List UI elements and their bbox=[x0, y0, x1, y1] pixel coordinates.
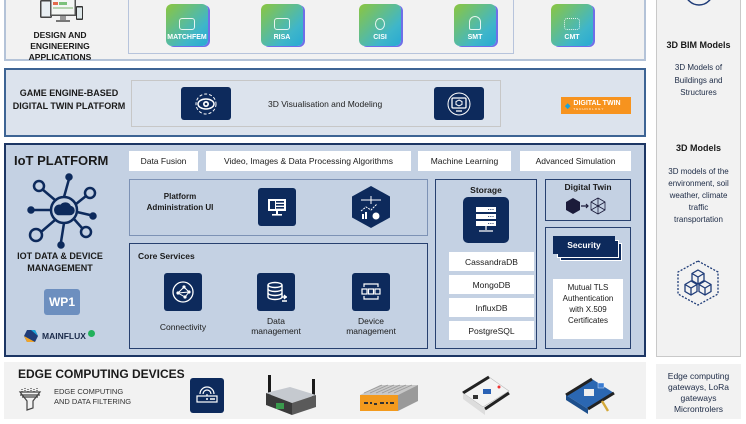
chip-data-fusion: Data Fusion bbox=[129, 151, 198, 171]
game-engine-label: GAME ENGINE-BASED DIGITAL TWIN PLATFORM bbox=[12, 88, 126, 111]
smt-app-icon[interactable]: SMT bbox=[454, 4, 496, 46]
edge-sub-line1: EDGE COMPUTING bbox=[54, 387, 124, 396]
filter-funnel-icon bbox=[17, 386, 43, 417]
db-influxdb: InfluxDB bbox=[449, 298, 534, 317]
server-icon bbox=[463, 197, 509, 243]
mainflux-dot-icon bbox=[87, 329, 95, 337]
models-side-column bbox=[656, 0, 741, 357]
admin-monitor-icon[interactable] bbox=[258, 188, 296, 226]
data-management-label: Data management bbox=[251, 316, 301, 336]
risa-app-icon[interactable]: RISA bbox=[261, 4, 303, 46]
security-title: Security bbox=[553, 236, 615, 254]
bim-model-icon bbox=[684, 0, 714, 13]
app-label: MATCHFEM bbox=[167, 34, 207, 41]
cmt-app-icon[interactable]: CMT bbox=[551, 4, 593, 46]
chip-advanced-simulation: Advanced Simulation bbox=[520, 151, 631, 171]
app-label: CISI bbox=[373, 34, 387, 41]
edge-sub-line2: AND DATA FILTERING bbox=[54, 397, 132, 406]
digital-twin-panel bbox=[545, 179, 631, 221]
3d-models-title: 3D Models bbox=[675, 143, 721, 153]
matchfem-app-icon[interactable]: MATCHFEM bbox=[166, 4, 208, 46]
app-label: RISA bbox=[273, 34, 291, 41]
digital-twin-title: Digital Twin bbox=[564, 182, 612, 192]
dev-board-image bbox=[459, 375, 511, 424]
edge-devices-title: EDGE COMPUTING DEVICES bbox=[18, 367, 185, 381]
db-postgresql: PostgreSQL bbox=[449, 321, 534, 340]
db-cassandradb: CassandraDB bbox=[449, 252, 534, 271]
logo-subtext: TECHNOLOGY bbox=[573, 107, 605, 111]
cloud-network-icon bbox=[24, 172, 102, 255]
mainflux-logo: MAINFLUX bbox=[24, 329, 95, 342]
edge-filtering-text: EDGE COMPUTING AND DATA FILTERING bbox=[54, 387, 131, 407]
mainflux-text: MAINFLUX bbox=[42, 331, 86, 341]
eye-visualisation-icon[interactable] bbox=[181, 87, 231, 120]
analytics-hex-icon[interactable] bbox=[352, 186, 390, 233]
iot-data-device-label: IOT DATA & DEVICE MANAGEMENT bbox=[17, 251, 103, 273]
monitor-cube-icon[interactable] bbox=[434, 87, 484, 120]
cisi-app-icon[interactable]: CISI bbox=[359, 4, 401, 46]
bim-models-text: 3D Models of Buildings and Structures bbox=[674, 63, 723, 97]
embedded-pc-image bbox=[358, 383, 420, 420]
visualisation-text: 3D Visualisation and Modeling bbox=[268, 99, 383, 109]
edge-gateways-text: Edge computing gateways, LoRa gateways M… bbox=[656, 364, 741, 419]
device-management-icon[interactable] bbox=[352, 273, 390, 311]
wp1-badge: WP1 bbox=[44, 289, 80, 315]
platform-admin-label: Platform Administration UI bbox=[146, 192, 214, 212]
connectivity-label: Connectivity bbox=[159, 322, 207, 332]
app-label: SMT bbox=[467, 34, 483, 41]
data-management-icon[interactable] bbox=[257, 273, 295, 311]
app-label: CMT bbox=[564, 34, 580, 41]
chip-machine-learning: Machine Learning bbox=[418, 151, 511, 171]
cube-to-wireframe-icon bbox=[564, 196, 610, 221]
device-management-label: Device management bbox=[346, 316, 396, 336]
3d-models-text: 3D models of the environment, soil weath… bbox=[668, 167, 729, 224]
chip-video-processing: Video, Images & Data Processing Algorith… bbox=[206, 151, 411, 171]
router-icon bbox=[190, 378, 224, 413]
cubes-hexagon-icon bbox=[677, 260, 719, 311]
industrial-gateway-image bbox=[262, 371, 320, 424]
mainflux-hex-icon bbox=[24, 330, 38, 342]
core-services-title: Core Services bbox=[138, 251, 195, 261]
connectivity-icon[interactable] bbox=[164, 273, 202, 311]
bim-models-title: 3D BIM Models bbox=[666, 40, 731, 50]
edge-computing-section bbox=[4, 362, 646, 419]
logo-text: DIGITAL TWIN bbox=[573, 100, 621, 107]
db-mongodb: MongoDB bbox=[449, 275, 534, 294]
lora-shield-image bbox=[562, 375, 618, 424]
storage-title: Storage bbox=[470, 185, 502, 195]
devices-mockup-icon bbox=[38, 0, 84, 24]
security-text: Mutual TLS Authentication with X.509 Cer… bbox=[553, 279, 623, 339]
iot-platform-title: IoT PLATFORM bbox=[14, 153, 109, 168]
design-engineering-label: DESIGN AND ENGINEERING APPLICATIONS bbox=[28, 30, 92, 62]
